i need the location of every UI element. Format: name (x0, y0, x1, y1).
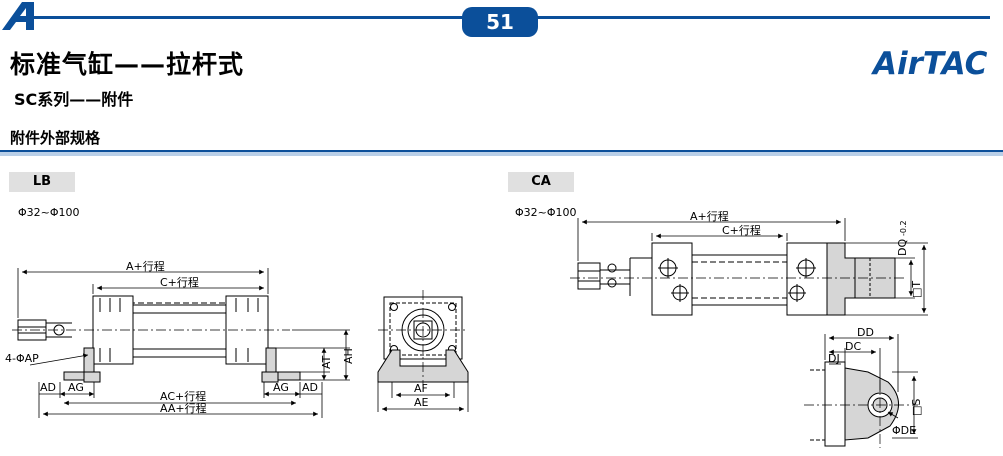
lb-dim-ag-left: AG (68, 381, 84, 394)
ca-dim-c: C+行程 (722, 224, 761, 237)
ca-dim-dq-tolerance: -0.2 (899, 220, 908, 236)
ca-top-view (804, 361, 918, 448)
ca-dim-dd: DD (857, 326, 874, 339)
tab-ca: CA (508, 172, 574, 192)
lb-dim-ad-right: AD (302, 381, 318, 394)
lb-dim-ag-right: AG (273, 381, 289, 394)
ca-dim-dc: DC (845, 340, 861, 353)
lb-end-dimension-lines (377, 382, 469, 412)
lb-dim-aa: AA+行程 (160, 402, 207, 415)
ca-dimension-lines (577, 218, 928, 316)
lb-dim-a: A+行程 (126, 260, 165, 273)
ca-dim-dq: DQ (896, 239, 909, 256)
lb-dim-at: AT (320, 355, 333, 369)
ca-side-view (570, 242, 905, 316)
corner-logo-icon (2, 2, 34, 30)
lb-dim-ah: AH (342, 348, 355, 364)
section-rule (0, 150, 1003, 156)
ca-dim-dj: DJ (828, 352, 840, 365)
series-title: SC系列——附件 (14, 90, 134, 109)
lb-bore-range: Φ32~Φ100 (18, 206, 80, 219)
ca-dim-de: ΦDE (892, 424, 916, 437)
lb-dimension-lines (17, 268, 350, 418)
brand-text: AirTAC (871, 46, 988, 79)
brand-logo: AirTAC (871, 46, 988, 79)
ca-dim-s: □S (910, 399, 923, 416)
lb-dim-af: AF (414, 382, 428, 395)
lb-dim-ap: 4-ΦAP (5, 352, 39, 365)
ca-dim-a: A+行程 (690, 210, 729, 223)
lb-end-view (377, 290, 469, 386)
page-number-badge: 51 (462, 7, 538, 37)
ca-top-dimension-lines (824, 334, 918, 439)
ca-bore-range: Φ32~Φ100 (515, 206, 577, 219)
tab-lb: LB (9, 172, 75, 192)
main-title: 标准气缸——拉杆式 (10, 50, 245, 79)
ca-dim-t: □T (910, 281, 923, 298)
lb-dim-ac: AC+行程 (160, 390, 206, 403)
lb-dim-c: C+行程 (160, 276, 199, 289)
lb-dim-ad-left: AD (40, 381, 56, 394)
lb-dim-ae: AE (414, 396, 429, 409)
section-title: 附件外部规格 (10, 129, 101, 147)
lb-side-view (12, 295, 290, 365)
